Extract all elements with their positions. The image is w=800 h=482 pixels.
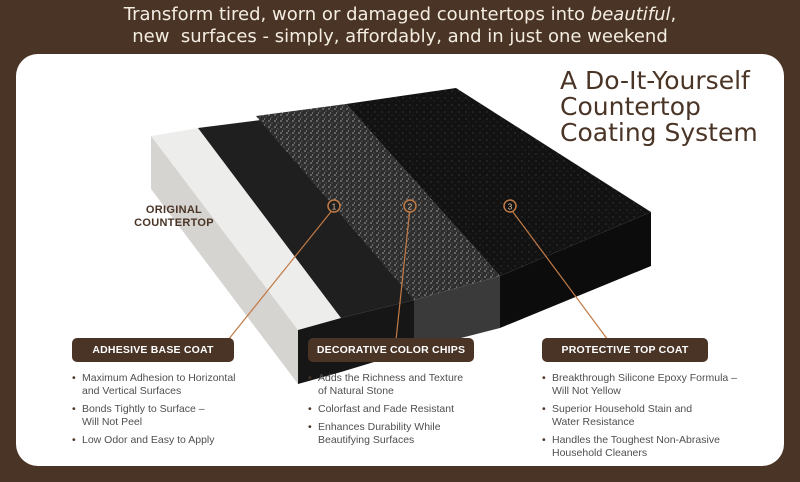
countertop-illustration: 1 2 3: [151, 88, 651, 384]
list-item: Bonds Tightly to Surface –Will Not Peel: [72, 403, 272, 429]
headline-emphasis: beautiful: [590, 4, 671, 25]
headline-suffix: ,: [670, 4, 677, 25]
original-countertop-label: ORIGINAL COUNTERTOP: [126, 204, 222, 230]
marker-3: 3: [503, 199, 517, 213]
headline-prefix: Transform tired, worn or damaged counter…: [123, 4, 591, 25]
original-countertop-edge: [151, 136, 298, 384]
marker-1-label: 1: [332, 203, 337, 212]
headline-line-2: new surfaces - simply, affordably, and i…: [132, 26, 668, 47]
list-item-line-2: and Vertical Surfaces: [82, 385, 182, 397]
list-item-line-1: Adds the Richness and Texture: [318, 372, 464, 384]
headline-line-1: Transform tired, worn or damaged counter…: [0, 4, 800, 26]
adhesive-base-coat-badge: ADHESIVE BASE COAT: [72, 338, 234, 362]
title-line-2: Countertop: [560, 92, 701, 121]
protective-top-coat-list: Breakthrough Silicone Epoxy Formula –Wil…: [542, 372, 770, 465]
protective-top-coat-badge: PROTECTIVE TOP COAT: [542, 338, 708, 362]
marker-2-label: 2: [408, 203, 413, 212]
list-item: Handles the Toughest Non-AbrasiveHouseho…: [542, 434, 770, 460]
list-item-line-2: Household Cleaners: [552, 447, 648, 459]
list-item-line-1: Low Odor and Easy to Apply: [82, 434, 215, 446]
list-item: Breakthrough Silicone Epoxy Formula –Wil…: [542, 372, 770, 398]
list-item-line-2: Will Not Yellow: [552, 385, 621, 397]
list-item-line-1: Breakthrough Silicone Epoxy Formula –: [552, 372, 738, 384]
original-label-line-2: COUNTERTOP: [134, 217, 214, 229]
color-chips-edge: [414, 276, 500, 350]
marker-1: 1: [327, 199, 341, 213]
original-countertop-layer: [151, 126, 341, 330]
leader-line-1: [227, 207, 335, 341]
headline: Transform tired, worn or damaged counter…: [0, 4, 800, 48]
list-item: Low Odor and Easy to Apply: [72, 434, 272, 447]
list-item-line-1: Superior Household Stain and: [552, 403, 693, 415]
list-item: Colorfast and Fade Resistant: [308, 403, 508, 416]
marker-3-label: 3: [508, 203, 513, 212]
color-chips-layer: [256, 104, 500, 300]
base-coat-layer: [198, 118, 414, 318]
leader-line-2: [395, 207, 411, 341]
list-item-line-1: Bonds Tightly to Surface –: [82, 403, 205, 415]
page-title: A Do-It-Yourself Countertop Coating Syst…: [560, 68, 758, 146]
leader-line-3: [509, 207, 609, 341]
list-item-line-1: Maximum Adhesion to Horizontal: [82, 372, 236, 384]
list-item-line-2: Water Resistance: [552, 416, 635, 428]
original-label-line-1: ORIGINAL: [145, 204, 203, 216]
content-card: 1 2 3 ORIGINAL COUNTERTOP A Do-It-Yourse…: [16, 54, 784, 466]
marker-2: 2: [403, 199, 417, 213]
top-coat-layer: [346, 88, 651, 276]
list-item-line-1: Enhances Durability While: [318, 421, 441, 433]
list-item-line-1: Colorfast and Fade Resistant: [318, 403, 454, 415]
list-item-line-2: Beautifying Surfaces: [318, 434, 415, 446]
list-item-line-1: Handles the Toughest Non-Abrasive: [552, 434, 720, 446]
title-line-3: Coating System: [560, 118, 758, 147]
decorative-color-chips-badge: DECORATIVE COLOR CHIPS: [308, 338, 474, 362]
list-item-line-2: of Natural Stone: [318, 385, 394, 397]
title-line-1: A Do-It-Yourself: [560, 66, 750, 95]
top-coat-edge: [500, 212, 651, 328]
list-item-line-2: Will Not Peel: [82, 416, 143, 428]
